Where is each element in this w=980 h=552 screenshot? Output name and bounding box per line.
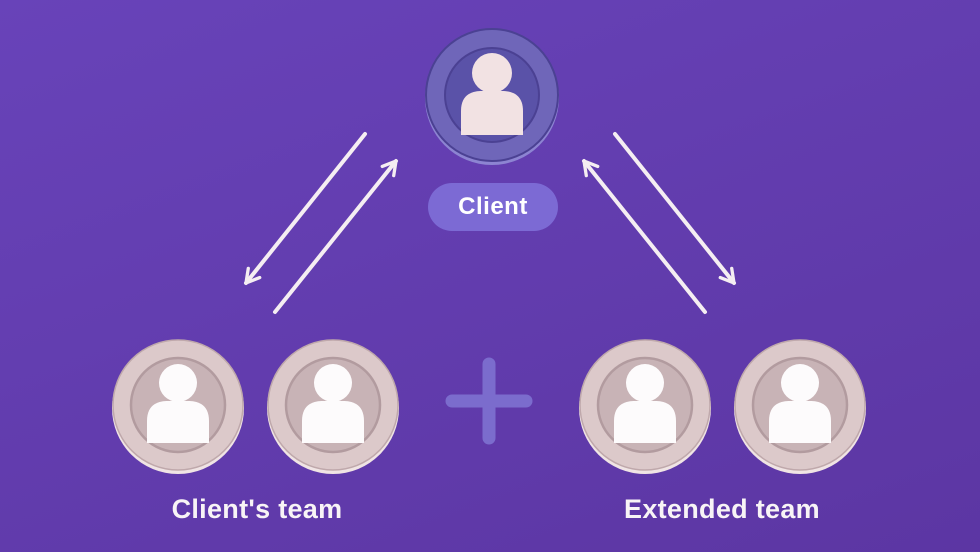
plus-icon	[445, 357, 533, 445]
arrow-client-to-clients-team-icon	[244, 132, 367, 285]
clients-team-group	[110, 338, 401, 476]
left-double-arrow-icon	[244, 132, 398, 314]
extended-team-group	[577, 338, 868, 476]
clients-team-label: Client's team	[171, 494, 343, 524]
client-avatar-person-icon	[425, 28, 559, 165]
arrow-extended-team-to-client-icon	[582, 159, 707, 314]
arrow-client-to-extended-team-icon	[613, 132, 736, 285]
client-label: Client	[458, 193, 528, 220]
clients-team-member-1-person-icon	[110, 338, 246, 476]
extended-team-member-2-person-icon	[732, 338, 868, 476]
arrow-clients-team-to-client-icon	[273, 159, 398, 314]
right-double-arrow-icon	[582, 132, 736, 314]
client-label-pill: Client	[428, 183, 558, 231]
clients-team-member-2-person-icon	[265, 338, 401, 476]
extended-team-label: Extended team	[624, 494, 820, 524]
extended-team-member-1-person-icon	[577, 338, 713, 476]
